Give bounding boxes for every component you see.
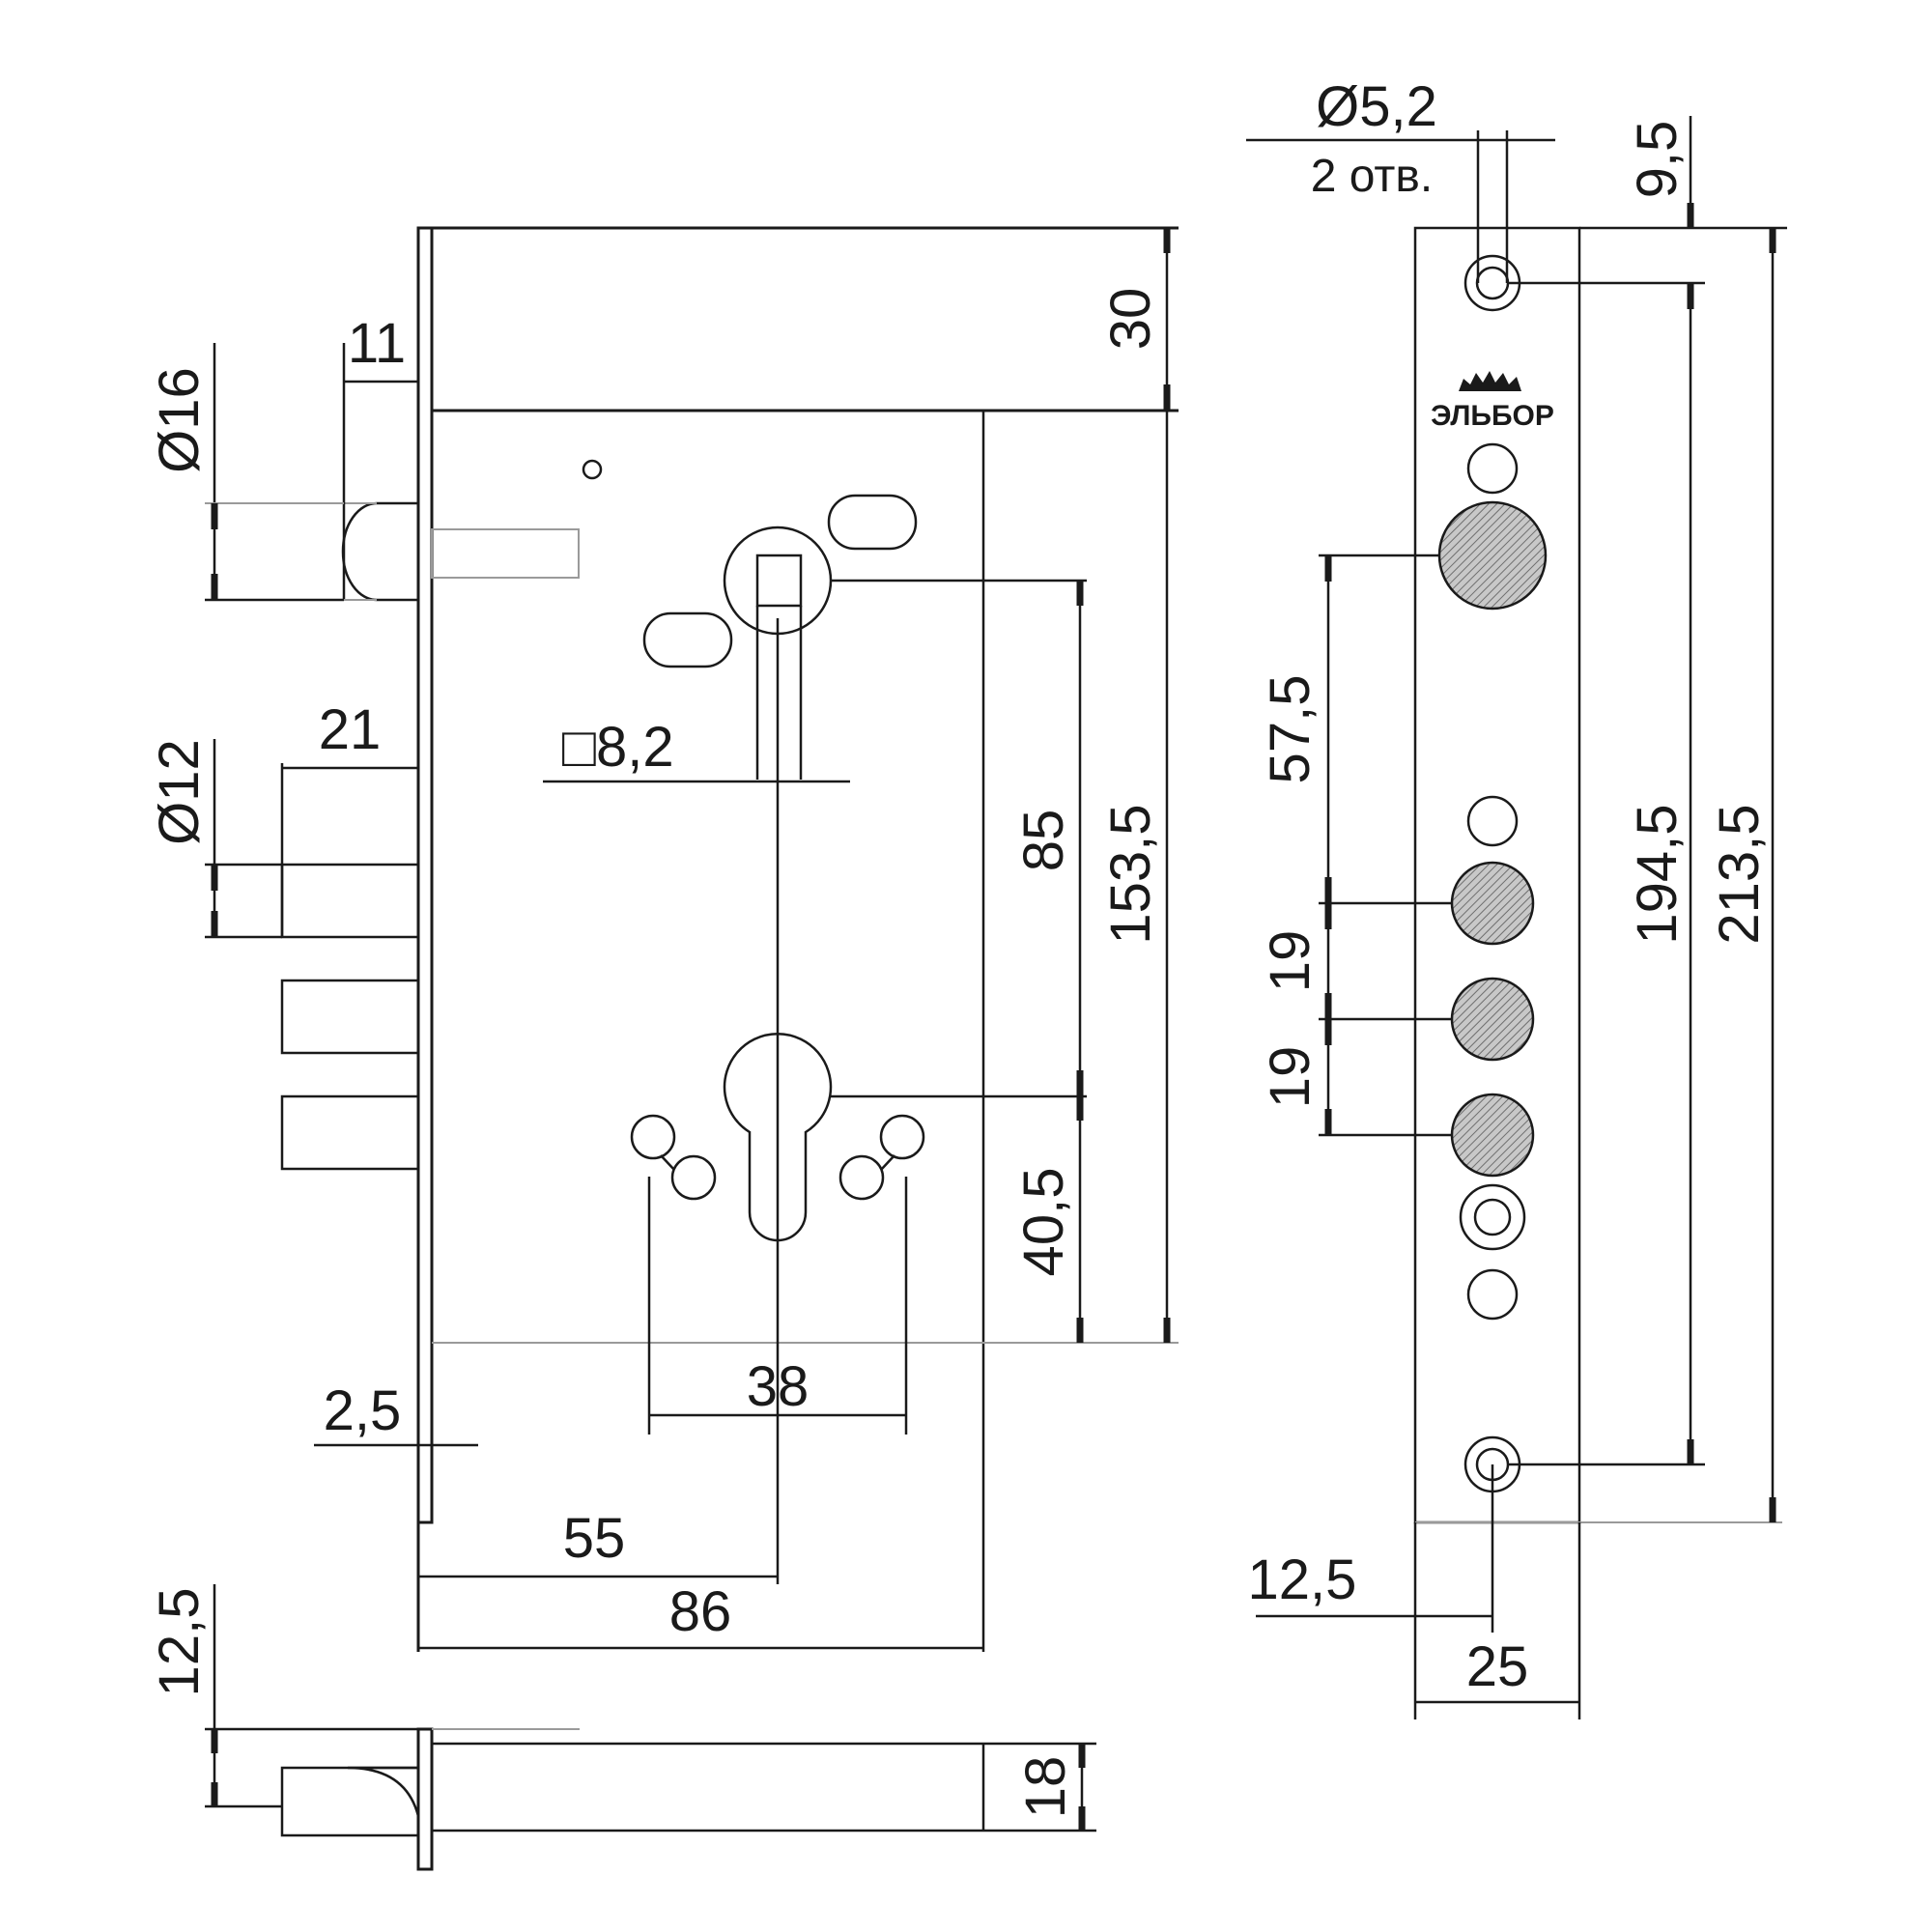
- dim-top-height: 30: [1099, 288, 1162, 351]
- dim-hole-to-top: 9,5: [1626, 121, 1689, 199]
- dim-hole-spacing: 194,5: [1626, 804, 1689, 944]
- dim-bolt-spacing-1: 57,5: [1259, 675, 1321, 784]
- lock-body: [280, 226, 1179, 1652]
- front-dimensions: 30 153,5 85 40,5 □8,2 38 55 86 2,5 11: [148, 228, 1171, 1650]
- dim-cylinder-to-bottom: 40,5: [1012, 1168, 1075, 1277]
- dim-backset: 55: [563, 1507, 626, 1570]
- dim-body-width: 86: [669, 1580, 732, 1643]
- dim-spindle-to-bottom: 153,5: [1099, 804, 1162, 944]
- dim-latch-offset: 12,5: [148, 1588, 211, 1697]
- dim-plate-center: 12,5: [1248, 1548, 1357, 1611]
- right-cam-cutout: [838, 1114, 925, 1201]
- dim-plate-length: 213,5: [1708, 804, 1771, 944]
- dim-rod-diameter: Ø12: [148, 739, 211, 845]
- dim-faceplate-thickness: 2,5: [324, 1379, 402, 1442]
- faceplate: ЭЛЬБОР: [1413, 226, 1782, 1524]
- brand-logo-text: ЭЛЬБОР: [1431, 400, 1554, 432]
- left-cam-cutout: [630, 1114, 717, 1201]
- dim-rod-offset: 21: [319, 698, 382, 761]
- dim-bolt-spacing-2: 19: [1259, 930, 1321, 993]
- dim-spindle-to-cylinder: 85: [1012, 810, 1075, 872]
- dim-bolt-spacing-3: 19: [1259, 1046, 1321, 1109]
- dim-cylinder-width: 38: [747, 1355, 810, 1418]
- faceplate-dimensions: Ø5,2 2 отв. 9,5 194,5 213,5 57,5 19 19: [1246, 75, 1787, 1719]
- dim-hole-count: 2 отв.: [1311, 151, 1434, 202]
- dim-bolt-offset: 11: [348, 312, 406, 375]
- dim-bolt-diameter: Ø16: [148, 367, 211, 473]
- latch-side-view: 12,5 18: [148, 1584, 1096, 1871]
- dim-latch-height: 18: [1014, 1756, 1077, 1819]
- dim-spindle-square: □8,2: [562, 716, 674, 779]
- dim-plate-width: 25: [1466, 1635, 1529, 1698]
- dim-hole-diameter: Ø5,2: [1316, 75, 1437, 138]
- brand-logo: ЭЛЬБОР: [1431, 371, 1554, 432]
